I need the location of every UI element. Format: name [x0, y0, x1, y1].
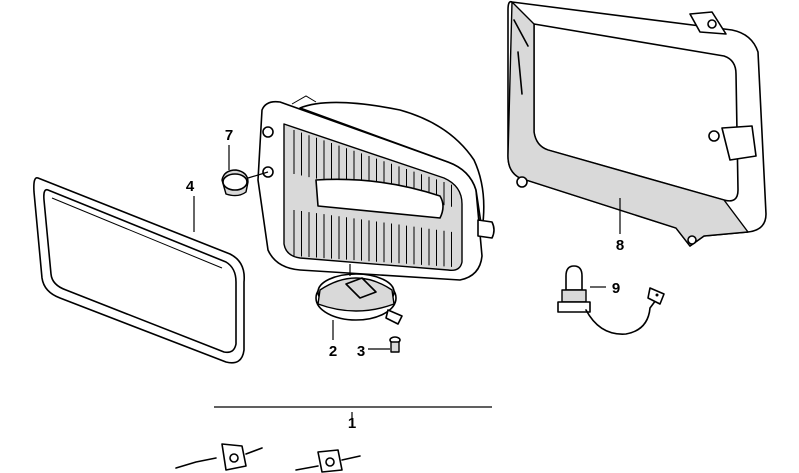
fog-light-housing — [257, 95, 495, 281]
callout-9: 9 — [612, 280, 620, 297]
bulb-part-9 — [557, 265, 665, 335]
callout-3: 3 — [357, 343, 365, 360]
callout-2: 2 — [329, 343, 337, 360]
retaining-ring-part-2 — [315, 273, 403, 325]
rubber-plug-part-7 — [221, 169, 249, 197]
callout-7: 7 — [225, 127, 233, 144]
mounting-bracket-part-8 — [507, 0, 767, 247]
leader-7b — [247, 171, 269, 179]
gasket-frame-part-4 — [33, 176, 246, 364]
callout-1: 1 — [348, 415, 356, 432]
callout-4: 4 — [186, 178, 195, 195]
screw-part-3 — [389, 336, 401, 353]
assembly-group-part-1 — [175, 406, 492, 473]
callout-8: 8 — [616, 237, 624, 254]
